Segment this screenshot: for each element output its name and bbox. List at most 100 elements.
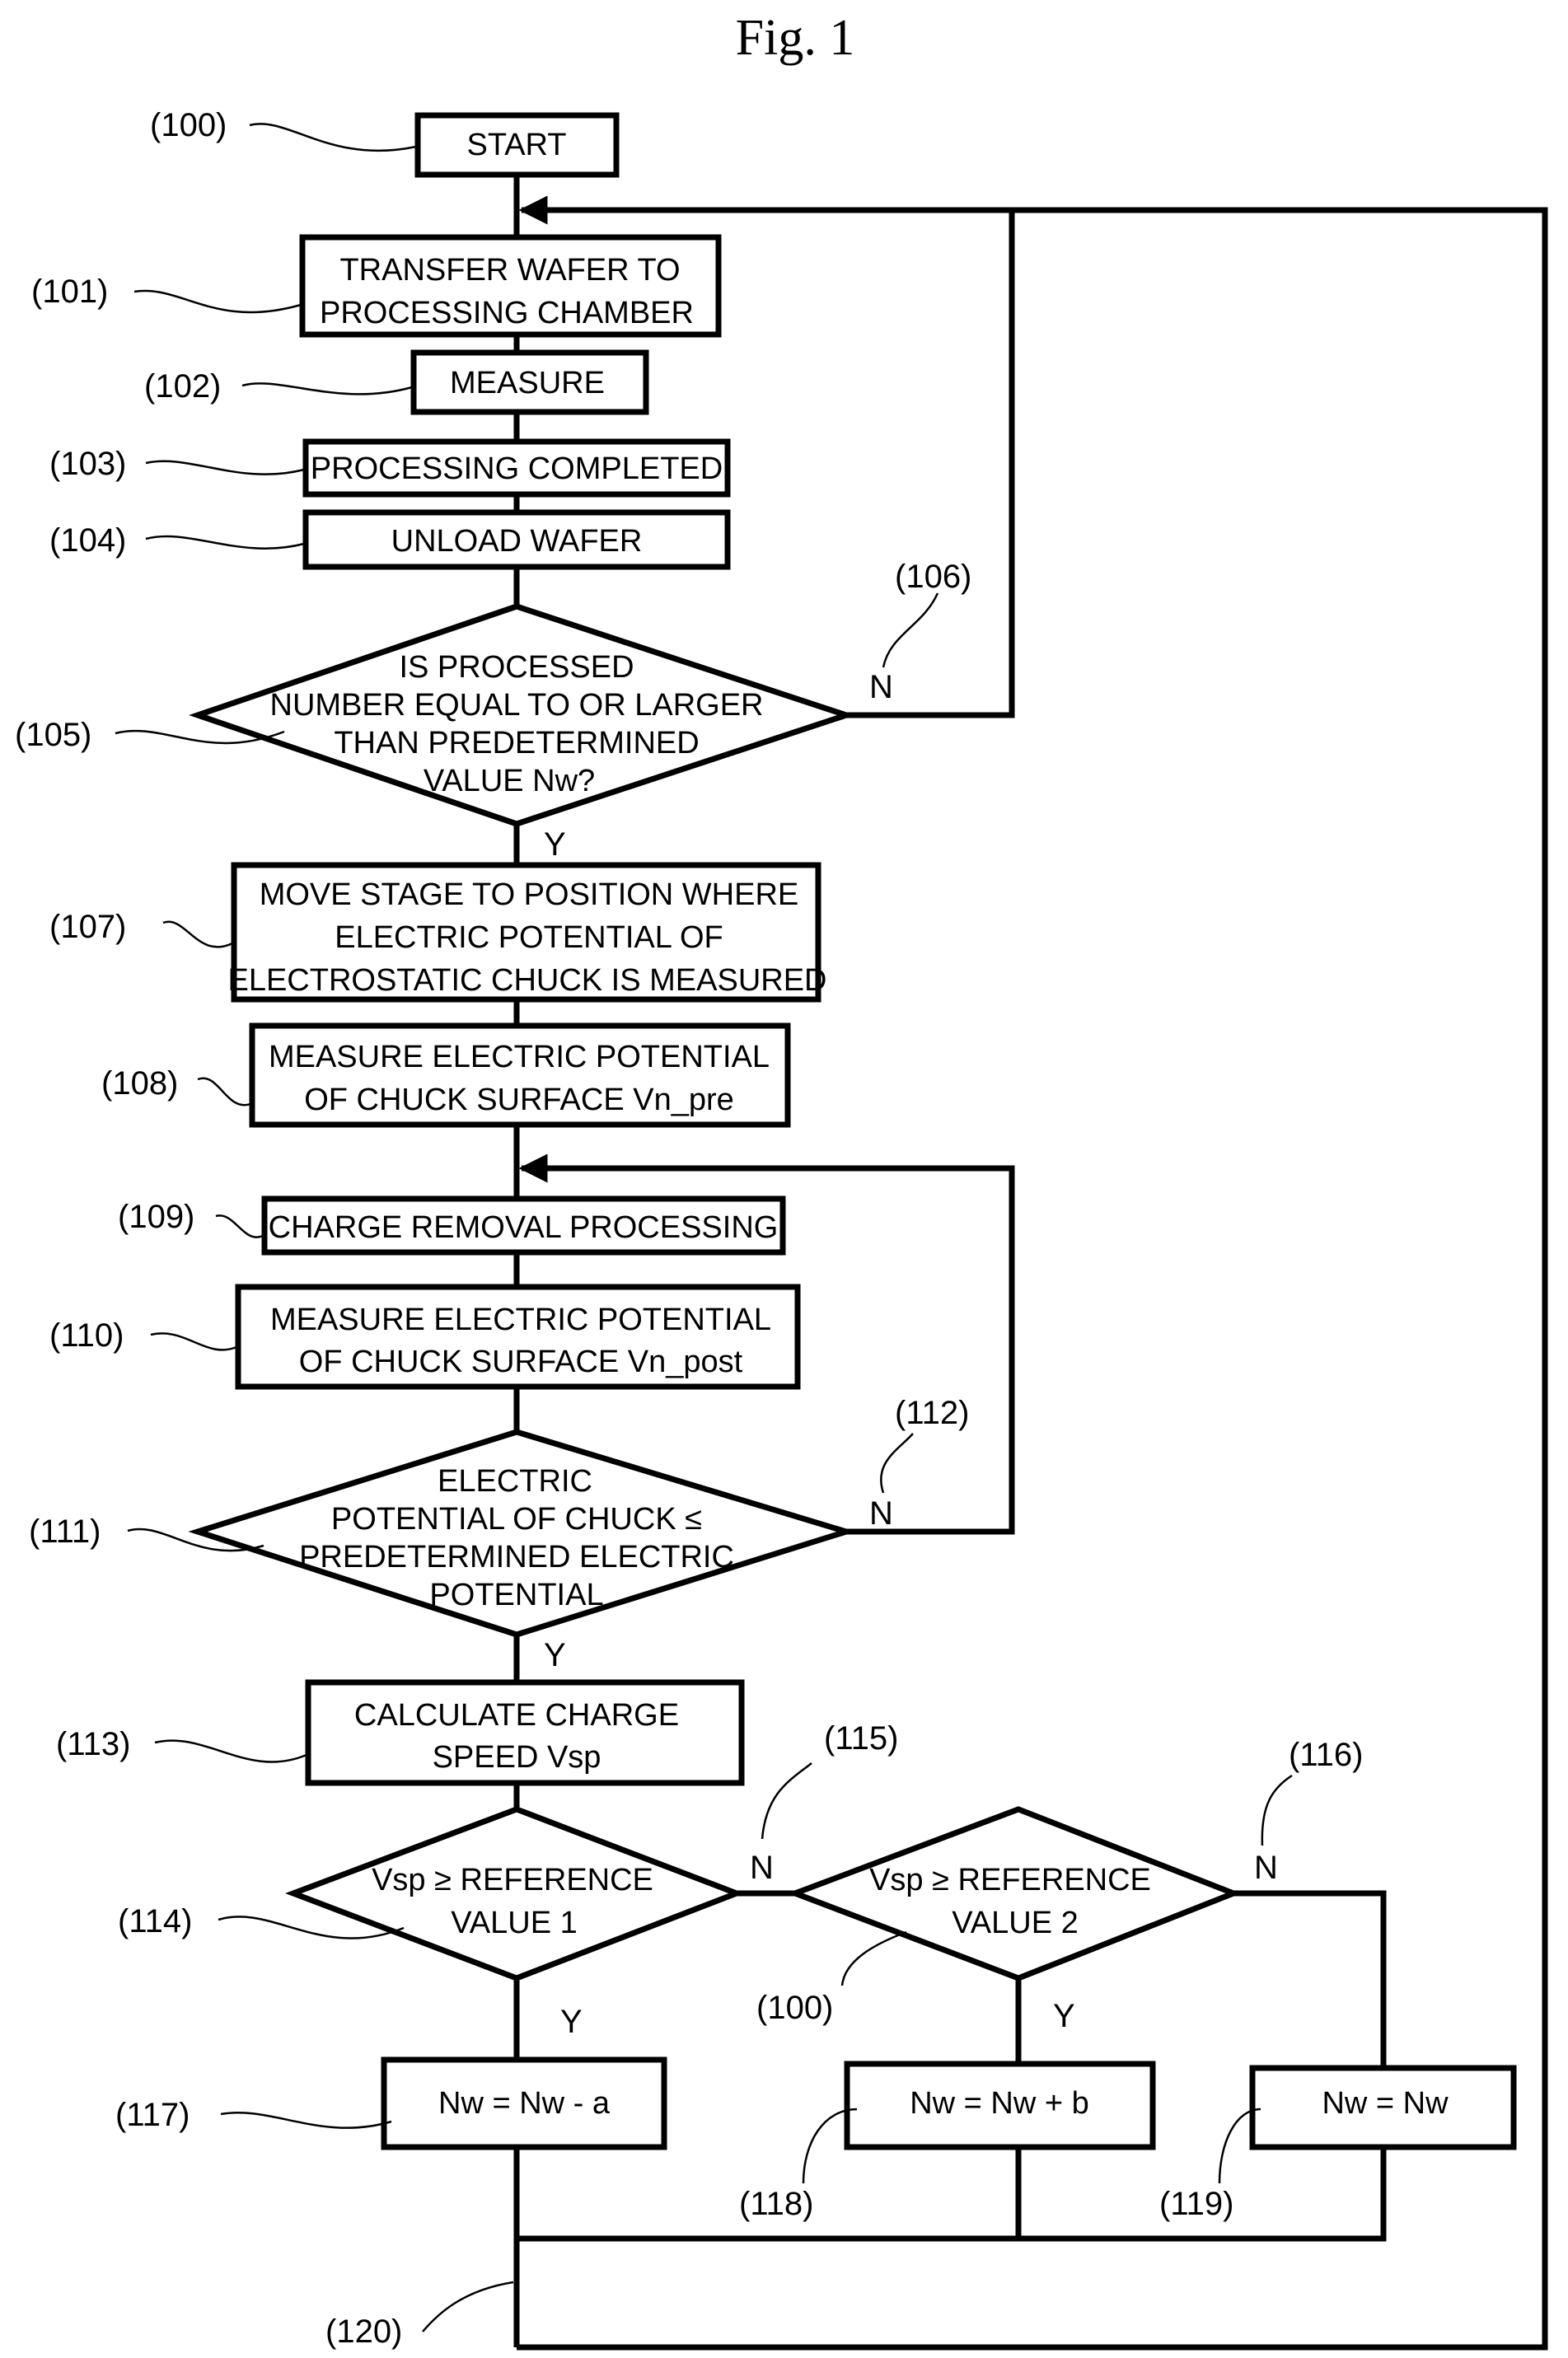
ref-115: (115) bbox=[824, 1720, 898, 1757]
ref-109: (109) bbox=[118, 1199, 194, 1235]
decision-111-line-4: POTENTIAL bbox=[429, 1578, 603, 1612]
leader-102 bbox=[242, 383, 412, 394]
ref-101: (101) bbox=[31, 274, 108, 310]
nw-equal-label: Nw = Nw bbox=[1322, 2086, 1449, 2121]
transfer-wafer-box: TRANSFER WAFER TO PROCESSING CHAMBER bbox=[302, 237, 718, 335]
decision-100b-line-1: Vsp ≥ REFERENCE bbox=[869, 1863, 1151, 1897]
leader-100b bbox=[842, 1932, 906, 1986]
ref-105: (105) bbox=[15, 717, 91, 753]
measure-post-box: MEASURE ELECTRIC POTENTIAL OF CHUCK SURF… bbox=[238, 1287, 798, 1387]
leader-107 bbox=[163, 922, 232, 947]
measure-pre-line-1: MEASURE ELECTRIC POTENTIAL bbox=[269, 1040, 770, 1074]
decision-105-line-4: VALUE Nw? bbox=[424, 764, 595, 798]
ref-102: (102) bbox=[144, 368, 221, 405]
ref-104: (104) bbox=[49, 522, 126, 559]
unload-wafer-box: UNLOAD WAFER bbox=[306, 512, 728, 567]
ref-119: (119) bbox=[1159, 2186, 1233, 2222]
measure-post-line-2: OF CHUCK SURFACE Vn_post bbox=[299, 1345, 743, 1379]
leader-113 bbox=[155, 1741, 307, 1762]
calculate-speed-line-2: SPEED Vsp bbox=[433, 1740, 601, 1775]
measure-post-line-1: MEASURE ELECTRIC POTENTIAL bbox=[270, 1303, 771, 1337]
branch-label-105-y: Y bbox=[544, 826, 566, 863]
leader-104 bbox=[146, 536, 304, 549]
calculate-speed-line-1: CALCULATE CHARGE bbox=[354, 1698, 679, 1733]
reference-2-decision: Vsp ≥ REFERENCE VALUE 2 bbox=[795, 1809, 1233, 1978]
charge-removal-label: CHARGE REMOVAL PROCESSING bbox=[269, 1210, 779, 1245]
charge-removal-box: CHARGE REMOVAL PROCESSING bbox=[264, 1199, 783, 1252]
leader-117 bbox=[221, 2112, 391, 2127]
leader-100 bbox=[250, 124, 416, 150]
branch-label-116-n: N bbox=[1254, 1850, 1278, 1886]
decision-111-line-2: POTENTIAL OF CHUCK ≤ bbox=[331, 1502, 702, 1537]
ref-118: (118) bbox=[739, 2186, 813, 2222]
reference-1-decision: Vsp ≥ REFERENCE VALUE 1 bbox=[293, 1809, 737, 1978]
decision-100b-line-2: VALUE 2 bbox=[952, 1906, 1078, 1940]
move-stage-line-2: ELECTRIC POTENTIAL OF bbox=[335, 920, 723, 955]
nw-plus-b-label: Nw = Nw + b bbox=[910, 2086, 1089, 2121]
ref-113: (113) bbox=[56, 1726, 130, 1762]
branch-label-106-n: N bbox=[869, 669, 893, 705]
ref-107: (107) bbox=[49, 909, 126, 945]
leader-120 bbox=[423, 2282, 513, 2332]
leader-103 bbox=[146, 461, 304, 475]
nw-minus-a-box: Nw = Nw - a bbox=[384, 2060, 664, 2147]
measure-label: MEASURE bbox=[450, 366, 605, 400]
unload-wafer-label: UNLOAD WAFER bbox=[391, 524, 643, 559]
decision-114-line-2: VALUE 1 bbox=[451, 1906, 577, 1940]
nw-equal-box: Nw = Nw bbox=[1252, 2068, 1514, 2147]
move-stage-line-3: ELECTROSTATIC CHUCK IS MEASURED bbox=[227, 963, 826, 998]
figure-title: Fig. 1 bbox=[736, 10, 855, 66]
leader-115 bbox=[762, 1763, 812, 1839]
ref-108: (108) bbox=[101, 1065, 178, 1102]
ref-114: (114) bbox=[118, 1903, 192, 1939]
move-stage-box: MOVE STAGE TO POSITION WHERE ELECTRIC PO… bbox=[227, 865, 826, 999]
start-label: START bbox=[466, 128, 566, 162]
ref-116: (116) bbox=[1289, 1737, 1363, 1773]
ref-100b: (100) bbox=[756, 1990, 833, 2026]
processed-number-decision: IS PROCESSED NUMBER EQUAL TO OR LARGER T… bbox=[198, 606, 846, 824]
branch-label-112-n: N bbox=[869, 1495, 893, 1532]
start-box: START bbox=[418, 115, 616, 175]
merge-line-119 bbox=[517, 2147, 1383, 2239]
leader-116 bbox=[1262, 1776, 1292, 1846]
decision-111-line-1: ELECTRIC bbox=[438, 1464, 592, 1499]
decision-105-line-2: NUMBER EQUAL TO OR LARGER bbox=[270, 688, 764, 723]
decision-114-line-1: Vsp ≥ REFERENCE bbox=[372, 1863, 653, 1897]
branch-label-115-n: N bbox=[750, 1850, 774, 1886]
ref-100: (100) bbox=[150, 107, 227, 143]
leader-106 bbox=[883, 593, 938, 667]
measure-pre-line-2: OF CHUCK SURFACE Vn_pre bbox=[304, 1083, 734, 1117]
ref-110: (110) bbox=[49, 1317, 124, 1354]
branch-label-114-y: Y bbox=[560, 2004, 583, 2040]
decision-105-line-3: THAN PREDETERMINED bbox=[334, 726, 699, 760]
ref-106: (106) bbox=[895, 559, 971, 595]
transfer-wafer-line-2: PROCESSING CHAMBER bbox=[320, 296, 694, 330]
move-stage-line-1: MOVE STAGE TO POSITION WHERE bbox=[260, 877, 799, 912]
ref-112: (112) bbox=[895, 1395, 969, 1431]
branch-label-100b-y: Y bbox=[1053, 1998, 1075, 2034]
branch-label-111-y: Y bbox=[544, 1637, 566, 1673]
calculate-speed-box: CALCULATE CHARGE SPEED Vsp bbox=[308, 1682, 742, 1783]
processing-completed-label: PROCESSING COMPLETED bbox=[311, 451, 723, 486]
measure-box: MEASURE bbox=[414, 353, 646, 412]
leader-109 bbox=[216, 1215, 263, 1237]
transfer-wafer-line-1: TRANSFER WAFER TO bbox=[339, 253, 680, 288]
processing-completed-box: PROCESSING COMPLETED bbox=[306, 442, 728, 494]
ref-103: (103) bbox=[49, 446, 126, 482]
connector-100b-119 bbox=[1233, 1893, 1383, 2068]
leader-110 bbox=[151, 1333, 236, 1350]
nw-minus-a-label: Nw = Nw - a bbox=[438, 2086, 611, 2121]
decision-105-line-1: IS PROCESSED bbox=[399, 650, 634, 685]
flow-lines bbox=[517, 175, 1545, 2347]
leader-112 bbox=[881, 1434, 913, 1493]
measure-pre-box: MEASURE ELECTRIC POTENTIAL OF CHUCK SURF… bbox=[252, 1026, 788, 1125]
leader-108 bbox=[198, 1078, 250, 1106]
nw-plus-b-box: Nw = Nw + b bbox=[847, 2064, 1153, 2147]
decision-111-line-3: PREDETERMINED ELECTRIC bbox=[299, 1540, 734, 1574]
leader-101 bbox=[134, 291, 301, 312]
ref-117: (117) bbox=[115, 2097, 190, 2133]
potential-decision: ELECTRIC POTENTIAL OF CHUCK ≤ PREDETERMI… bbox=[198, 1432, 846, 1635]
ref-111: (111) bbox=[29, 1514, 101, 1550]
ref-120: (120) bbox=[325, 2314, 402, 2350]
